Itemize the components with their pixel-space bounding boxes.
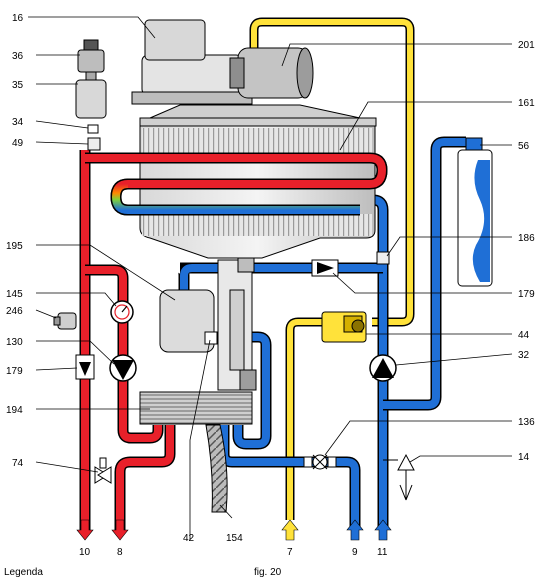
pressure-gauge	[110, 300, 134, 324]
circulation-pump-32	[369, 354, 397, 382]
pump-130	[109, 354, 137, 382]
label-32: 32	[518, 350, 530, 361]
check-valve-179-left	[75, 354, 95, 380]
automatic-air-vent	[75, 39, 107, 119]
label-56: 56	[518, 141, 530, 152]
label-10: 10	[79, 547, 91, 558]
label-179-left: 179	[6, 366, 23, 377]
label-42: 42	[183, 533, 195, 544]
label-11: 11	[377, 547, 388, 558]
valve-136	[303, 454, 337, 470]
reference-labels: 16 36 35 34 49 195 145 246 130 179 194 7…	[6, 13, 535, 558]
label-130: 130	[6, 337, 23, 348]
hydraulic-block-195	[159, 257, 257, 391]
label-8: 8	[117, 547, 123, 558]
label-7: 7	[287, 547, 293, 558]
label-186: 186	[518, 233, 535, 244]
legend-caption: Legenda	[4, 567, 43, 578]
label-194: 194	[6, 405, 23, 416]
cold-return-pipes	[177, 136, 466, 530]
gas-supply-pipe	[249, 17, 415, 520]
label-35: 35	[12, 80, 24, 91]
leader-lines	[28, 16, 513, 540]
safety-valve-34	[87, 124, 99, 134]
label-16: 16	[12, 13, 24, 24]
label-74: 74	[12, 458, 24, 469]
label-9: 9	[352, 547, 358, 558]
label-161: 161	[518, 98, 535, 109]
label-14: 14	[518, 452, 530, 463]
gas-valve	[321, 311, 367, 343]
label-246: 246	[6, 306, 23, 317]
label-34: 34	[12, 117, 24, 128]
sensor-42	[204, 331, 218, 345]
figure-caption: fig. 20	[254, 567, 282, 578]
sensor-49	[87, 137, 101, 151]
label-136: 136	[518, 417, 535, 428]
pressure-switch-246	[53, 312, 77, 330]
label-36: 36	[12, 51, 24, 62]
label-145: 145	[6, 289, 23, 300]
check-valve-179-right	[311, 259, 339, 277]
bypass-186	[376, 251, 390, 265]
expansion-vessel	[457, 137, 493, 287]
drain-valve	[94, 457, 112, 484]
label-195: 195	[6, 241, 23, 252]
label-154: 154	[226, 533, 243, 544]
fan-motor	[229, 47, 314, 99]
label-49: 49	[12, 138, 24, 149]
safety-valve-14	[383, 453, 415, 501]
label-179-right: 179	[518, 289, 535, 300]
connection-arrows	[76, 519, 392, 541]
label-201: 201	[518, 40, 535, 51]
label-44: 44	[518, 330, 530, 341]
